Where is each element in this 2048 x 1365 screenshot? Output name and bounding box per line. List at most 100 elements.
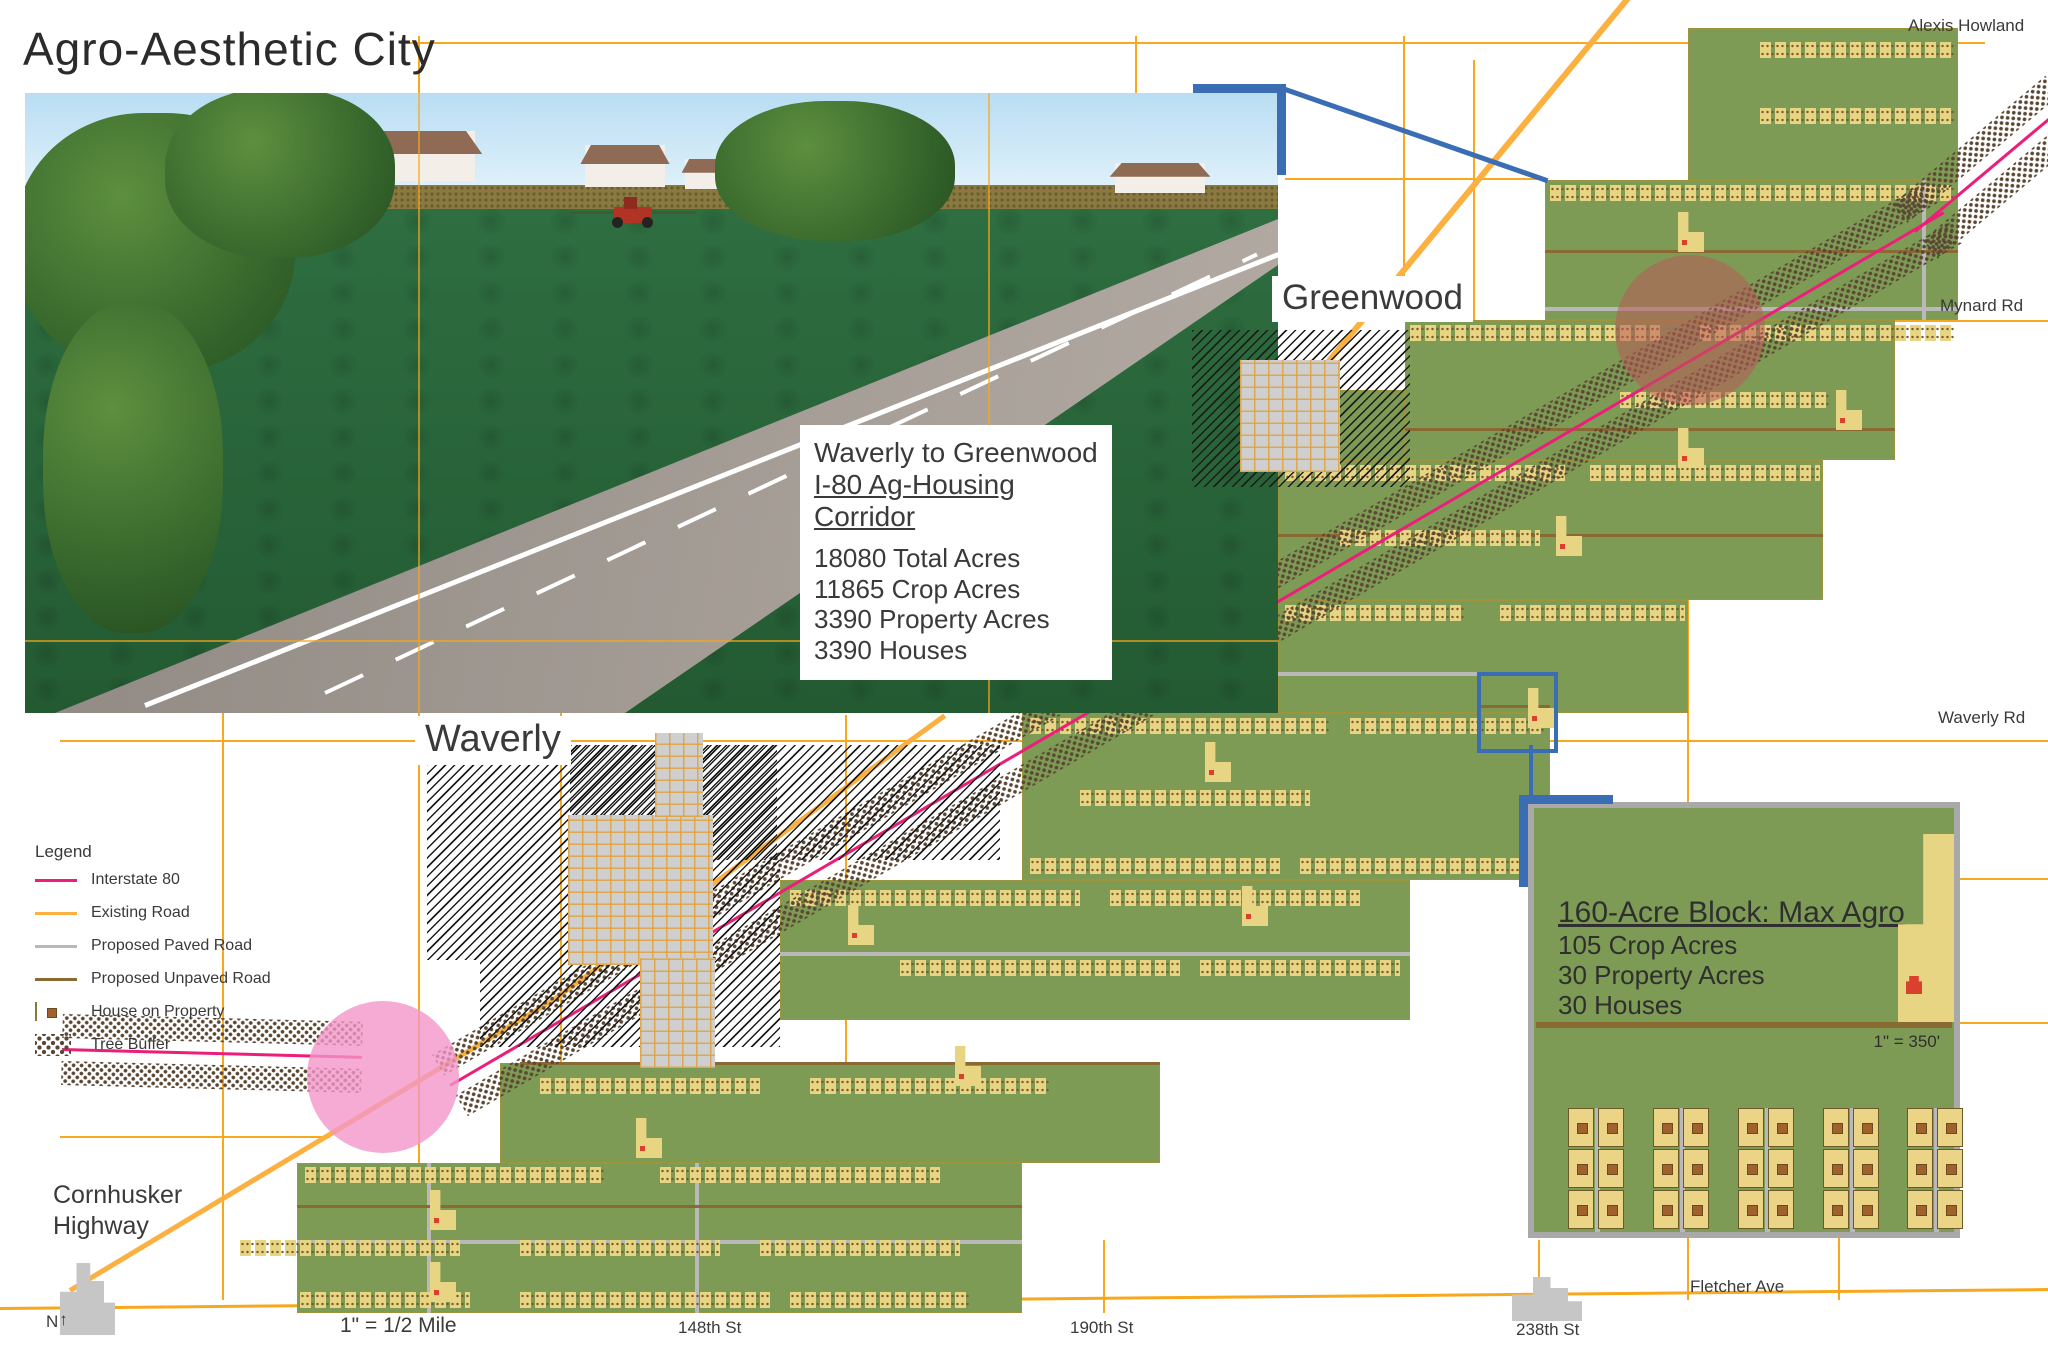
stats-title-line1: Waverly to Greenwood xyxy=(814,437,1098,468)
house-row xyxy=(520,1292,770,1308)
house-lot xyxy=(1568,1149,1594,1188)
block-detail-inset: 160-Acre Block: Max Agro 105 Crop Acres … xyxy=(1528,802,1963,1238)
house-row xyxy=(240,1240,460,1256)
existing-road xyxy=(1838,1237,1840,1300)
inset-stat-property: 30 Property Acres xyxy=(1558,960,1765,990)
house-row xyxy=(1500,605,1685,621)
map-scale-note: 1" = 1/2 Mile xyxy=(340,1314,457,1337)
inset-leader-line xyxy=(1529,745,1533,797)
house-row xyxy=(540,1078,760,1094)
house-row xyxy=(1760,108,1955,124)
existing-road xyxy=(60,1136,330,1138)
legend-item: Proposed Paved Road xyxy=(35,936,271,956)
page-title: Agro-Aesthetic City xyxy=(23,23,436,75)
label-waverly: Waverly xyxy=(415,716,571,765)
inset-unpaved-road xyxy=(1536,1022,1952,1028)
house-row xyxy=(520,1240,720,1256)
legend-line-swatch xyxy=(35,878,77,882)
legend-item: Proposed Unpaved Road xyxy=(35,969,271,989)
interchange-highlight-circle xyxy=(307,1001,459,1153)
grid-line-overlay xyxy=(25,640,1278,642)
house-lot xyxy=(1598,1190,1624,1229)
cluster-road xyxy=(1680,1108,1685,1232)
inset-title: 160-Acre Block: Max Agro xyxy=(1558,896,1905,929)
town-street-map xyxy=(655,733,703,817)
tree xyxy=(165,93,395,258)
north-indicator: N↑ xyxy=(46,1310,68,1331)
inset-leader-bracket-h xyxy=(1519,795,1613,804)
existing-road xyxy=(400,42,1985,44)
house-row xyxy=(1200,960,1400,976)
house-row xyxy=(305,1167,605,1183)
north-arrow-icon: ↑ xyxy=(59,1310,68,1329)
cluster-road xyxy=(1934,1108,1939,1232)
house-row xyxy=(1760,42,1955,58)
photo-leader-bracket-v xyxy=(1277,84,1286,175)
road-label: 238th St xyxy=(1516,1320,1580,1339)
house-lot xyxy=(1738,1108,1764,1147)
proposed-unpaved-road xyxy=(1278,534,1823,537)
legend-line-swatch xyxy=(35,911,77,915)
inset-stat-crop: 105 Crop Acres xyxy=(1558,930,1738,960)
road-label: Fletcher Ave xyxy=(1690,1277,1785,1296)
house-row xyxy=(790,1292,970,1308)
road-label: Waverly Rd xyxy=(1938,708,2026,727)
legend-item-label: Interstate 80 xyxy=(91,871,180,888)
grid-line-overlay xyxy=(418,93,420,713)
legend-item: Interstate 80 xyxy=(35,870,271,890)
house-row xyxy=(660,1167,940,1183)
tree xyxy=(43,303,223,633)
house-lot xyxy=(1823,1108,1849,1147)
proposed-unpaved-road xyxy=(1405,428,1895,431)
house-row xyxy=(810,1078,1050,1094)
proposed-paved-road xyxy=(1278,672,1550,676)
town-street-map xyxy=(1240,360,1340,472)
house-lot xyxy=(1683,1149,1709,1188)
house-row xyxy=(1300,858,1540,874)
cluster-road xyxy=(1850,1108,1855,1232)
existing-road xyxy=(1687,1237,1689,1300)
house-row xyxy=(900,960,1180,976)
legend-item-label: House on Property xyxy=(91,1003,225,1020)
stat-total-acres: 18080 Total Acres xyxy=(814,543,1021,573)
inset-house-icon xyxy=(1906,976,1922,994)
corridor-stats-box: Waverly to Greenwood I-80 Ag-Housing Cor… xyxy=(800,425,1112,680)
road-label: 148th St xyxy=(678,1318,742,1337)
legend-item: Existing Road xyxy=(35,903,271,923)
house-row xyxy=(760,1240,960,1256)
house-swatch-icon xyxy=(35,1002,57,1021)
cluster-road xyxy=(1595,1108,1600,1232)
house-row xyxy=(1030,858,1280,874)
stat-property-acres: 3390 Property Acres xyxy=(814,604,1050,635)
legend-line-swatch xyxy=(35,977,77,981)
house-row xyxy=(790,890,1080,906)
tree-buffer-swatch-icon xyxy=(35,1034,71,1056)
existing-road xyxy=(1538,1240,1540,1313)
road-label: 190th St xyxy=(1070,1318,1134,1337)
existing-road xyxy=(1958,1022,2048,1024)
house-lot xyxy=(1598,1108,1624,1147)
house-lot xyxy=(1907,1190,1933,1229)
proposed-unpaved-road xyxy=(1545,250,1958,253)
existing-road xyxy=(1103,1240,1105,1313)
existing-road xyxy=(1473,60,1475,460)
house-lot xyxy=(1823,1149,1849,1188)
legend-title: Legend xyxy=(35,842,92,861)
interchange-highlight-circle xyxy=(1615,255,1765,405)
house-row xyxy=(300,1292,470,1308)
inset-stat-houses: 30 Houses xyxy=(1558,990,1683,1020)
stat-houses: 3390 Houses xyxy=(814,635,968,666)
existing-road xyxy=(1285,178,1545,180)
house-lot xyxy=(1768,1149,1794,1188)
house-row xyxy=(1590,465,1820,481)
house-row xyxy=(1550,185,1955,201)
legend-item: Tree Buffer xyxy=(35,1034,271,1056)
town-silhouette xyxy=(60,1263,115,1335)
house-lot xyxy=(1683,1108,1709,1147)
house-lot xyxy=(1853,1190,1879,1229)
tree xyxy=(715,101,955,241)
stats-title-line2: I-80 Ag-Housing Corridor xyxy=(814,469,1015,532)
